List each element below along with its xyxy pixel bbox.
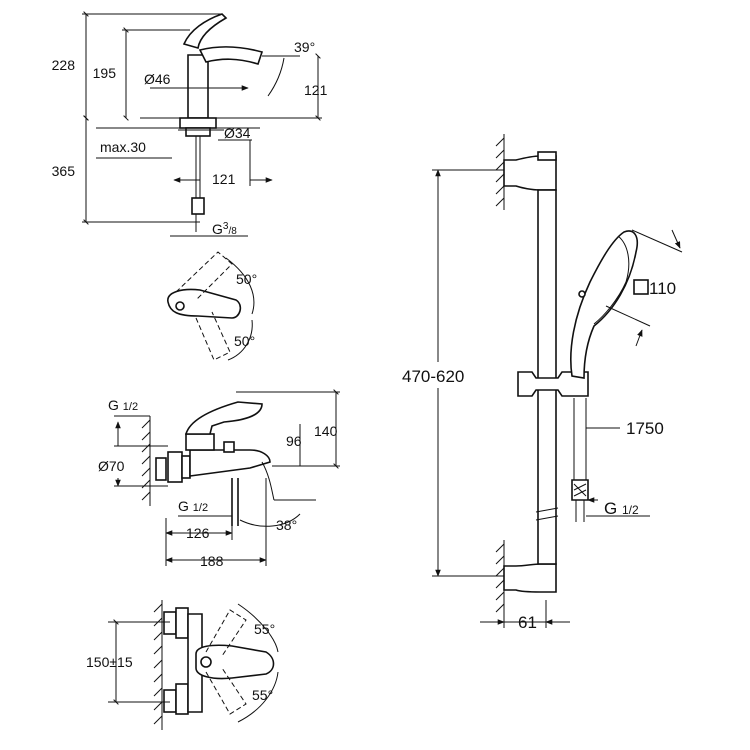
basin-mixer-drawing: 228 195 Ø46 39° 121 Ø34 max.30 365 121 <box>52 11 328 237</box>
bath-top-angle-upper: 55° <box>254 621 275 637</box>
basin-dim-spout-clearance: 121 <box>304 82 328 98</box>
bath-dim-total-depth: 188 <box>200 553 224 569</box>
bath-dim-total-height: 140 <box>314 423 338 439</box>
head-size-square-icon <box>633 279 649 295</box>
bath-mixer-side-view: G 1/2 Ø70 96 140 G 1/2 126 38° 188 <box>98 389 340 569</box>
basin-mixer-hose-end <box>191 197 205 215</box>
bath-top-lever <box>195 644 275 680</box>
bath-mixer-diverter <box>223 441 235 453</box>
rail-dim-wall-distance: 61 <box>518 613 537 632</box>
basin-dim-hose-length: 365 <box>52 163 76 179</box>
basin-mixer-nut <box>185 127 211 137</box>
bath-top-knob <box>200 656 212 668</box>
bath-mixer-lever <box>184 401 263 435</box>
lever-top-view: 50° 50° <box>167 251 257 361</box>
basin-dim-spout-angle: 39° <box>294 39 315 55</box>
basin-dim-mount-diameter: Ø34 <box>224 125 251 141</box>
bath-top-body <box>187 613 203 713</box>
bath-dim-spout-reach: 126 <box>186 525 210 541</box>
basin-dim-spout-height: 195 <box>93 65 117 81</box>
basin-mixer-spout <box>198 46 264 65</box>
bath-dim-inlet-thread: G 1/2 <box>108 397 138 413</box>
rail-dim-hose-thread: G 1/2 <box>604 499 639 518</box>
rail-slider <box>517 371 589 397</box>
bath-dim-outlet-height: 96 <box>286 433 302 449</box>
hand-shower <box>570 230 639 379</box>
shower-rail-bar <box>537 189 557 565</box>
rail-bottom-bracket <box>503 563 557 593</box>
basin-dim-total-height: 228 <box>52 57 76 73</box>
lever-angle-upper: 50° <box>236 271 257 287</box>
lever-angle-lower: 50° <box>234 333 255 349</box>
basin-dim-connection: G3/8 <box>212 221 237 237</box>
basin-dim-body-diameter: Ø46 <box>144 71 171 87</box>
bath-mixer-top-block <box>185 433 215 451</box>
bath-top-dim-centres: 150±15 <box>86 654 133 670</box>
shower-rail-drawing: 470-620 110 1750 G 1/2 61 <box>400 134 683 632</box>
bath-top-angle-lower: 55° <box>252 687 273 703</box>
basin-mixer-lever <box>182 13 228 50</box>
bath-dim-outlet-thread: G 1/2 <box>178 498 208 514</box>
basin-mixer-base <box>179 117 217 129</box>
rail-dim-hose-length: 1750 <box>626 419 664 438</box>
bath-dim-rosette: Ø70 <box>98 458 125 474</box>
basin-dim-spout-reach: 121 <box>212 171 236 187</box>
basin-mixer-body <box>187 54 209 119</box>
bath-mixer-top-view: 55° 55° 150±15 <box>86 600 279 730</box>
bath-dim-spout-angle: 38° <box>276 517 297 533</box>
lever-top-knob <box>175 301 185 311</box>
basin-dim-max-thickness: max.30 <box>100 139 146 155</box>
rail-dim-length: 470-620 <box>402 367 464 386</box>
bath-mixer-body <box>189 449 271 477</box>
rail-top-bracket <box>503 155 557 191</box>
rail-dim-head-size: 110 <box>649 279 676 298</box>
lever-top-body <box>167 288 242 319</box>
